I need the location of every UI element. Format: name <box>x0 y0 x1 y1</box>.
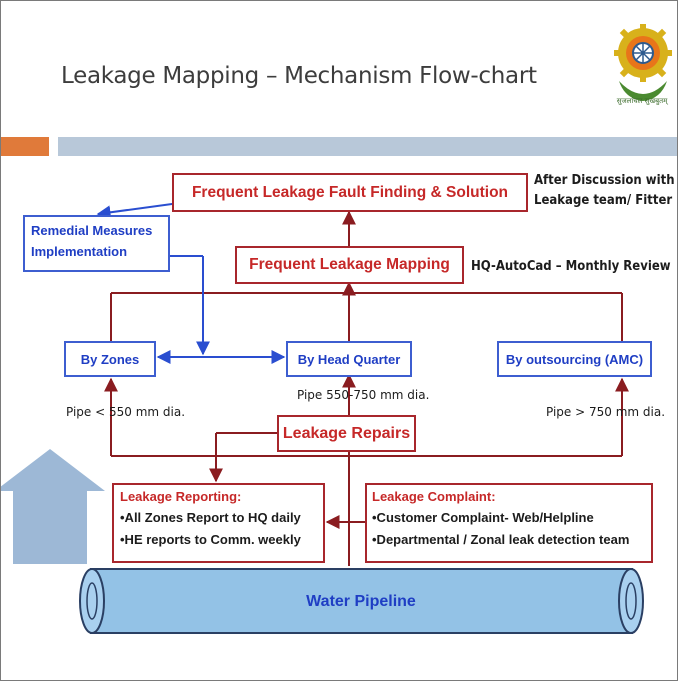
wheel-icon <box>632 42 654 64</box>
by-zones-box: By Zones <box>64 341 156 377</box>
complaint-item: •Departmental / Zonal leak detection tea… <box>372 532 630 547</box>
title-band <box>58 137 677 156</box>
reporting-title: Leakage Reporting: <box>120 489 242 504</box>
pipe-note-hq: Pipe 550-750 mm dia. <box>297 388 430 402</box>
up-arrow-icon <box>1 449 105 564</box>
by-zones-label: By Zones <box>80 351 140 367</box>
by-head-quarter-box: By Head Quarter <box>286 341 412 377</box>
reporting-item: •All Zones Report to HQ daily <box>120 510 301 525</box>
pipe-note-outsourcing: Pipe > 750 mm dia. <box>546 405 666 419</box>
leaves-icon <box>619 81 667 101</box>
by-head-quarter-label: By Head Quarter <box>297 351 401 367</box>
emblem-caption: सुजलांचल सुखबुतम् <box>616 97 668 105</box>
remedial-line-1: Remedial Measures <box>31 223 153 238</box>
remedial-measures-box: Remedial Measures Implementation <box>23 215 170 272</box>
reporting-item: •HE reports to Comm. weekly <box>120 532 301 547</box>
leakage-repairs-box: Leakage Repairs <box>277 415 416 452</box>
complaint-item: •Customer Complaint- Web/Helpline <box>372 510 594 525</box>
remedial-line-2: Implementation <box>31 244 128 259</box>
after-discussion-line-1: After Discussion with <box>534 173 675 188</box>
after-discussion-line-2: Leakage team/ Fitter <box>534 193 673 208</box>
fault-finding-box: Frequent Leakage Fault Finding & Solutio… <box>172 173 528 212</box>
leakage-reporting-box: Leakage Reporting: •All Zones Report to … <box>112 483 325 563</box>
leakage-mapping-label: Frequent Leakage Mapping <box>249 256 450 273</box>
emblem-logo <box>614 24 672 101</box>
leakage-repairs-label: Leakage Repairs <box>282 424 411 442</box>
pipe-note-zones: Pipe < 550 mm dia. <box>66 405 186 419</box>
leakage-complaint-box: Leakage Complaint: •Customer Complaint- … <box>365 483 653 563</box>
leakage-mapping-box: Frequent Leakage Mapping <box>235 246 464 284</box>
complaint-title: Leakage Complaint: <box>372 489 496 504</box>
title-band-accent <box>1 137 49 156</box>
after-discussion-note: After Discussion with Leakage team/ Fitt… <box>534 171 675 211</box>
hq-autocad-note: HQ-AutoCad – Monthly Review <box>471 259 671 274</box>
by-outsourcing-box: By outsourcing (AMC) <box>497 341 652 377</box>
by-outsourcing-label: By outsourcing (AMC) <box>505 351 644 367</box>
slide-title: Leakage Mapping – Mechanism Flow-chart <box>61 63 537 89</box>
fault-finding-label: Frequent Leakage Fault Finding & Solutio… <box>191 183 509 201</box>
pipeline-label: Water Pipeline <box>306 593 416 610</box>
